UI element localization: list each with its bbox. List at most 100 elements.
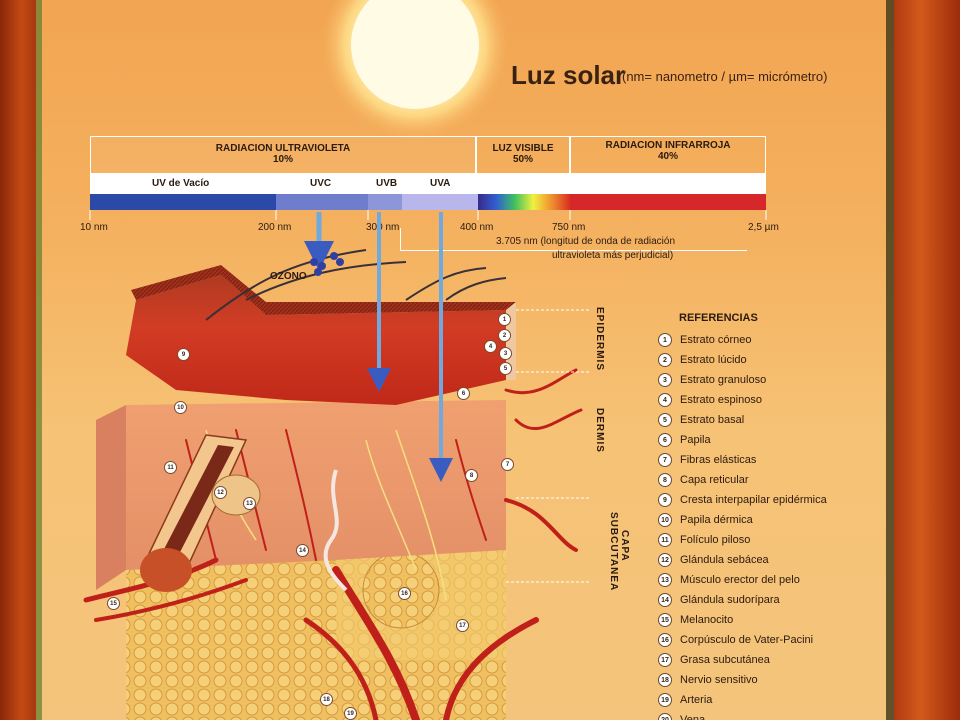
reference-item: 6 Papila [658,430,711,450]
reference-number: 7 [658,453,672,467]
reference-item: 18 Nervio sensitivo [658,670,758,690]
reference-label: Vena [680,714,706,720]
epidermis-label: EPIDERMIS [594,306,605,371]
marker-1: 1 [498,313,511,326]
spectrum-bar [89,194,767,220]
marker-14: 14 [296,544,309,557]
reference-number: 18 [658,673,672,687]
reference-label: Fibras elásticas [680,454,757,466]
uvb-segment [368,194,402,210]
reference-item: 7 Fibras elásticas [658,450,756,470]
wavelength-note-box [400,228,747,251]
marker-8: 8 [465,469,478,482]
reference-label: Corpúsculo de Vater-Pacini [680,634,814,646]
reference-label: Melanocito [680,614,734,626]
reference-item: 1 Estrato córneo [658,330,752,350]
marker-11: 11 [164,461,177,474]
visible-segment [478,194,570,210]
marker-9: 9 [177,348,190,361]
ozone-molecules [310,252,344,276]
page-subtitle: (nm= nanometro / µm= micrómetro) [622,69,828,84]
right-frame [894,0,960,720]
reference-number: 2 [658,353,672,367]
dermis-label: DERMIS [594,407,605,453]
tick-400nm: 400 nm [460,222,494,233]
reference-label: Folículo piloso [680,534,751,546]
reference-item: 20 Vena [658,710,705,720]
reference-item: 17 Grasa subcutánea [658,650,770,670]
tick-2-5um: 2,5 µm [748,222,779,233]
visible-band-box: LUZ VISIBLE 50% [476,136,570,174]
reference-number: 17 [658,653,672,667]
uv-rays [304,212,453,482]
reference-number: 20 [658,713,672,720]
marker-19: 19 [344,707,357,720]
reference-label: Grasa subcutánea [680,654,770,666]
tick-750nm: 750 nm [552,222,586,233]
marker-16: 16 [398,587,411,600]
uv-band-box: RADIACION ULTRAVIOLETA 10% [90,136,476,174]
ozone-label: OZONO [270,271,307,282]
left-frame [0,0,36,720]
reference-item: 13 Músculo erector del pelo [658,570,800,590]
marker-4: 4 [484,340,497,353]
marker-10: 10 [174,401,187,414]
sweat-gland [323,469,348,592]
reference-label: Papila dérmica [680,514,753,526]
reference-label: Músculo erector del pelo [680,574,800,586]
marker-15: 15 [107,597,120,610]
reference-number: 11 [658,533,672,547]
reference-label: Nervio sensitivo [680,674,758,686]
tick-10nm: 10 nm [80,222,108,233]
vacuum-uv-segment [90,194,276,210]
reference-label: Arteria [680,694,713,706]
reference-number: 13 [658,573,672,587]
uvc-label: UVC [310,178,332,189]
reference-number: 4 [658,393,672,407]
layer-brackets [506,309,590,583]
marker-2: 2 [498,329,511,342]
references-title: REFERENCIAS [679,312,758,324]
subcutanea-label: CAPA SUBCUTANEA [608,512,630,592]
reference-label: Papila [680,434,711,446]
reference-label: Estrato granuloso [680,374,767,386]
reference-number: 15 [658,613,672,627]
ir-band-box: RADIACION INFRARROJA 40% [570,136,766,174]
marker-7: 7 [501,458,514,471]
reference-label: Estrato lúcido [680,354,747,366]
uv-band-name: RADIACION ULTRAVIOLETA [215,143,351,154]
marker-12: 12 [214,486,227,499]
reference-label: Capa reticular [680,474,749,486]
marker-6: 6 [457,387,470,400]
marker-17: 17 [456,619,469,632]
reference-label: Glándula sebácea [680,554,769,566]
wavelength-note-line2: ultravioleta más perjudicial) [552,250,674,261]
skin-cross-section [83,249,583,720]
reference-item: 11 Folículo piloso [658,530,750,550]
reference-item: 8 Capa reticular [658,470,748,490]
reference-number: 1 [658,333,672,347]
poster-left-edge [36,0,42,720]
poster-right-edge [886,0,894,720]
reference-number: 12 [658,553,672,567]
wavelength-note-line1: 3.705 nm (longitud de onda de radiación [496,236,676,247]
reference-label: Estrato córneo [680,334,752,346]
uv-band-pct: 10% [272,154,293,165]
ir-band-pct: 40% [657,151,678,162]
reference-label: Estrato basal [680,414,745,426]
reference-number: 8 [658,473,672,487]
reference-item: 2 Estrato lúcido [658,350,747,370]
visible-band-name: LUZ VISIBLE [492,143,554,154]
reference-number: 6 [658,433,672,447]
marker-5: 5 [499,362,512,375]
reference-number: 10 [658,513,672,527]
marker-18: 18 [320,693,333,706]
marker-3: 3 [499,347,512,360]
